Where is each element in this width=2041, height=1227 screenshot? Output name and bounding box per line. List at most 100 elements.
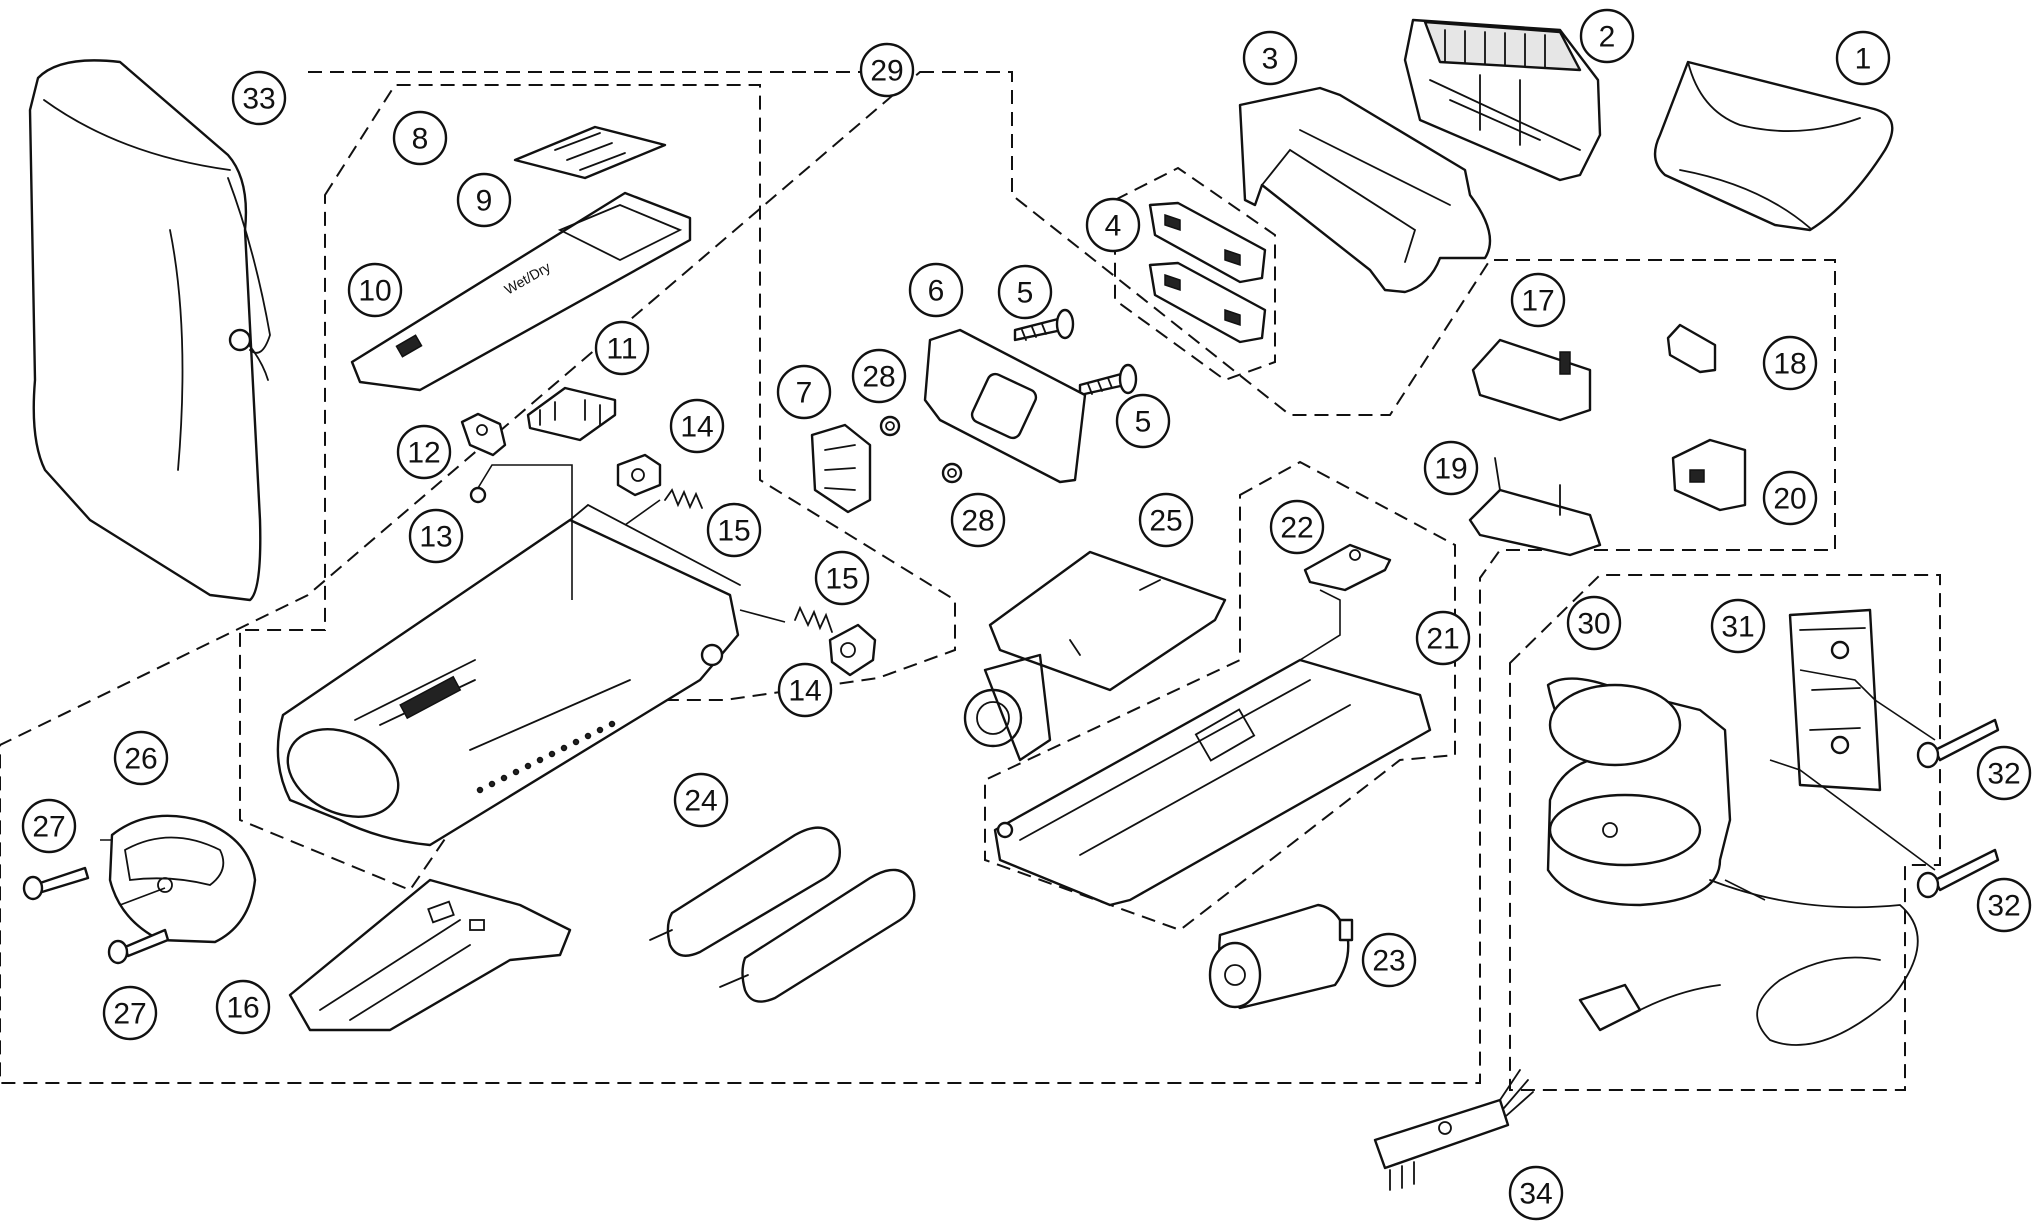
callout-circle [673,772,729,828]
callout-circle [997,264,1053,320]
callout-c19: 19 [1423,440,1479,496]
small-part-13 [469,486,487,504]
callout-number: 21 [1426,623,1459,656]
callout-number: 32 [1987,758,2020,791]
callout-c16: 16 [215,979,271,1035]
callout-number: 25 [1149,505,1182,538]
clip-18-part [1666,323,1717,374]
callout-c6: 6 [908,262,964,318]
screw-32a-part [1916,718,2000,769]
motor-part [1208,903,1354,1010]
clip-17-part [1471,338,1592,422]
callout-circle [1510,272,1566,328]
screw-5b-part [1078,363,1138,397]
callout-number: 17 [1521,285,1554,318]
callout-number: 26 [124,743,157,776]
callout-c24: 24 [673,772,729,828]
callout-number: 7 [796,377,813,410]
callout-c9: 9 [456,172,512,228]
callout-c1: 1 [1835,30,1891,86]
callout-number: 23 [1372,945,1405,978]
callout-number: 30 [1577,608,1610,641]
callout-c13: 13 [408,508,464,564]
switch-cover-part [513,125,667,180]
callout-c18: 18 [1762,335,1818,391]
callout-circle [594,320,650,376]
switch-slider-part [526,386,617,442]
callout-circle [1269,499,1325,555]
callout-number: 5 [1017,277,1034,310]
gasket-part [810,423,872,514]
callout-circle [113,730,169,786]
callout-c15a: 15 [706,502,762,558]
callout-circle [1415,610,1471,666]
o-ring-28b-part [941,462,963,484]
callout-c20: 20 [1762,470,1818,526]
battery-b-part [719,868,916,1003]
callout-number: 20 [1773,483,1806,516]
callout-c11: 11 [594,320,650,376]
callout-c31: 31 [1710,598,1766,654]
callout-c33: 33 [231,70,287,126]
o-ring-28a-part [879,415,901,437]
callout-circle [396,424,452,480]
callout-circle [347,262,403,318]
callout-c26: 26 [113,730,169,786]
cleaning-brush-part [1373,1069,1534,1191]
callout-c32a: 32 [1976,745,2032,801]
blade-cap-part [1653,60,1894,232]
lock-button-14a-part [616,453,662,497]
callout-c25: 25 [1138,492,1194,548]
leader-lines [100,464,1936,906]
callout-circle [851,348,907,404]
callout-c14a: 14 [669,398,725,454]
group-outline-charger [1509,574,1941,1091]
callout-circle [777,662,833,718]
callout-c29: 29 [859,42,915,98]
callout-number: 10 [358,275,391,308]
callout-circle [1361,932,1417,988]
pouch-part [28,59,271,602]
callout-c15b: 15 [814,550,870,606]
outer-foil-part [1403,18,1602,182]
callout-number: 11 [606,333,637,366]
callout-number: 14 [680,411,713,444]
screw-32b-part [1916,848,2000,899]
callout-circle [21,798,77,854]
callout-circle [231,70,287,126]
callout-c32b: 32 [1976,877,2032,933]
clip-19-part [1468,457,1602,557]
callout-number: 32 [1987,890,2020,923]
group-outline-frame [984,460,1456,932]
callout-circle [1710,598,1766,654]
callout-c21: 21 [1415,610,1471,666]
callout-c14b: 14 [777,662,833,718]
callout-circle [1566,595,1622,651]
callout-circle [1762,335,1818,391]
stand-26-part [108,814,257,944]
callout-c28a: 28 [851,348,907,404]
callout-number: 2 [1599,21,1616,54]
callout-number: 27 [32,811,65,844]
callout-number: 6 [928,275,945,308]
callout-circle [908,262,964,318]
callout-number: 27 [113,998,146,1031]
callout-c5b: 5 [1115,393,1171,449]
callout-number: 5 [1135,406,1152,439]
callout-number: 8 [412,123,429,156]
callout-c12: 12 [396,424,452,480]
spring-15a-part [664,488,703,510]
callout-circle [1976,877,2032,933]
button-12-part [460,412,507,457]
callout-c4: 4 [1085,197,1141,253]
callout-number: 24 [684,785,717,818]
spring-15b-part [794,605,833,633]
callout-c23: 23 [1361,932,1417,988]
callout-number: 1 [1855,43,1872,76]
screw-5a-part [1013,308,1075,342]
callout-circle [776,364,832,420]
callout-circle [1508,1165,1564,1221]
callout-number: 16 [226,992,259,1025]
charger-part [1546,677,1919,1046]
